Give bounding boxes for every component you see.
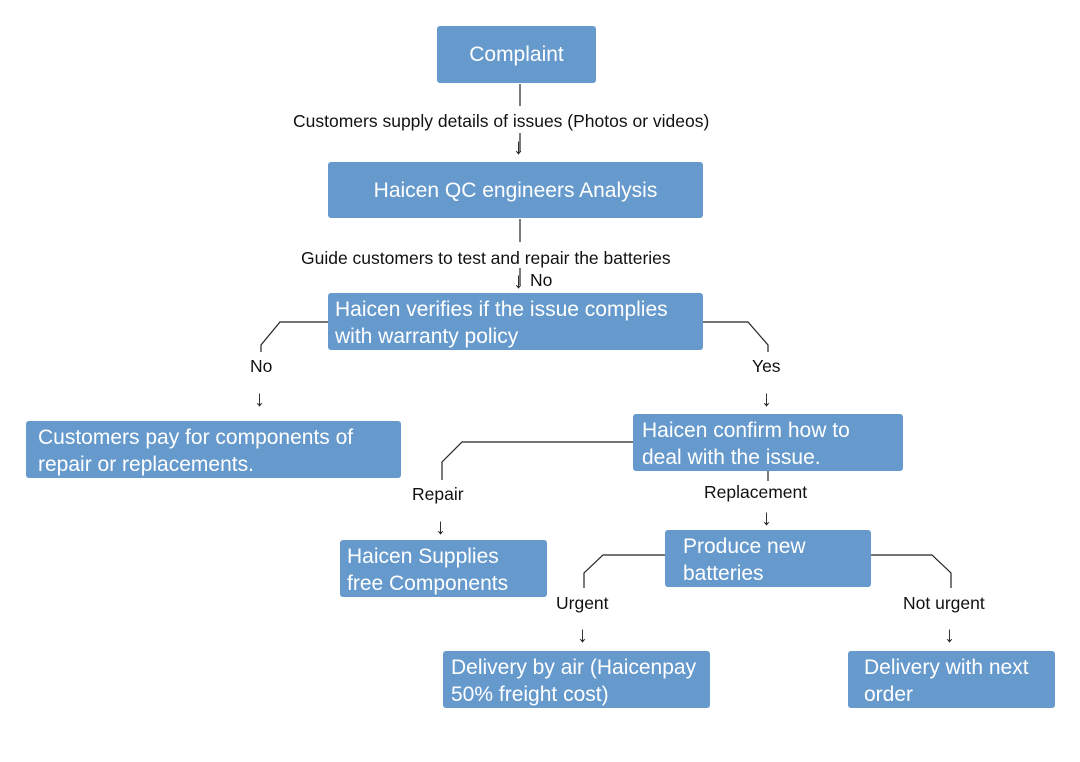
- arrow-down-icon: ↓: [761, 386, 772, 411]
- node-confirm-deal: Haicen confirm how to deal with the issu…: [633, 414, 903, 471]
- node-delivery-air-line2: 50% freight cost): [451, 683, 609, 706]
- edge-label-not-urgent: Not urgent: [903, 593, 985, 613]
- edge-label-no: No: [250, 356, 273, 376]
- arrow-down-icon: ↓: [577, 622, 588, 647]
- edge-label-no-top: No: [530, 270, 553, 290]
- node-complaint-text: Complaint: [469, 43, 564, 66]
- node-free-components-line1: Haicen Supplies: [347, 545, 499, 568]
- edge-label-urgent: Urgent: [556, 593, 609, 613]
- node-verify-line1: Haicen verifies if the issue complies: [335, 298, 668, 321]
- node-complaint: Complaint: [437, 26, 596, 83]
- edge-label-yes: Yes: [752, 356, 781, 376]
- arrow-down-icon: ↓: [513, 268, 524, 293]
- node-verify-warranty: Haicen verifies if the issue complies wi…: [328, 293, 703, 350]
- edge-label-guide: Guide customers to test and repair the b…: [301, 248, 671, 268]
- node-qc-analysis-text: Haicen QC engineers Analysis: [373, 178, 658, 202]
- arrow-down-icon: ↓: [435, 514, 446, 539]
- node-next-order-line2: order: [864, 683, 914, 706]
- edge-label-replacement: Replacement: [704, 482, 808, 502]
- node-next-order-line1: Delivery with next: [864, 656, 1029, 679]
- node-confirm-line1: Haicen confirm how to: [642, 419, 850, 442]
- node-delivery-air-line1: Delivery by air (Haicenpay: [451, 656, 697, 679]
- arrow-down-icon: ↓: [513, 134, 524, 159]
- arrow-down-icon: ↓: [944, 622, 955, 647]
- node-produce-line2: batteries: [683, 562, 764, 585]
- arrow-down-icon: ↓: [761, 505, 772, 530]
- node-customers-pay: Customers pay for components of repair o…: [26, 421, 401, 478]
- node-produce-batteries: Produce new batteries: [665, 530, 871, 587]
- node-free-components-line2: free Components: [347, 572, 509, 595]
- node-delivery-next-order: Delivery with next order: [848, 651, 1055, 708]
- node-confirm-line2: deal with the issue.: [642, 446, 821, 469]
- node-produce-line1: Produce new: [683, 535, 806, 558]
- arrow-down-icon: ↓: [254, 386, 265, 411]
- node-customers-pay-line1: Customers pay for components of: [38, 426, 354, 449]
- node-verify-line2: with warranty policy: [335, 325, 519, 348]
- node-free-components: Haicen Supplies free Components: [340, 540, 547, 597]
- edge-label-supply-details: Customers supply details of issues (Phot…: [293, 111, 710, 131]
- node-delivery-air: Delivery by air (Haicenpay 50% freight c…: [443, 651, 710, 708]
- edge-label-repair: Repair: [412, 484, 464, 504]
- node-qc-analysis: Haicen QC engineers Analysis: [328, 162, 703, 218]
- node-customers-pay-line2: repair or replacements.: [38, 453, 254, 476]
